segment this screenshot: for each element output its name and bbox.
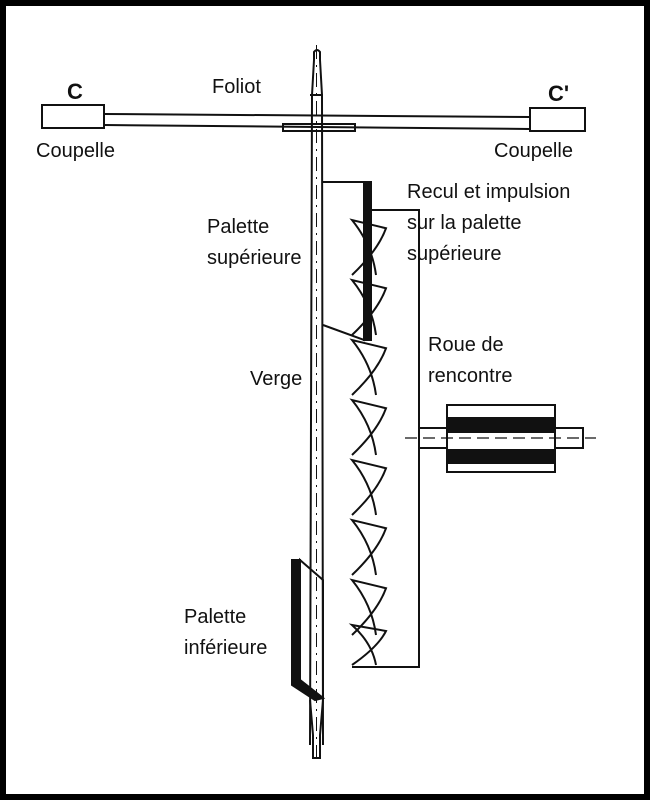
wheel-tooth: [349, 218, 388, 276]
label-line: rencontre: [428, 365, 513, 387]
label-line: Palette: [207, 216, 270, 238]
label-line: Recul et impulsion: [407, 181, 571, 203]
wheel-tooth: [348, 623, 388, 666]
crown-wheel-teeth: [348, 218, 388, 666]
label-line: Roue de: [428, 334, 504, 356]
foliot-bar: [41, 104, 586, 132]
label-line: inférieure: [184, 637, 268, 659]
wheel-tooth: [349, 278, 388, 336]
coupelle-right: [529, 107, 586, 132]
foliot-collar: [282, 123, 356, 132]
label-c-prime: C': [548, 81, 570, 106]
wheel-tooth: [349, 338, 388, 396]
wheel-tooth: [349, 518, 388, 576]
label-line: supérieure: [407, 243, 502, 265]
wheel-frame: [352, 209, 420, 668]
label-c: C: [67, 79, 83, 104]
wheel-tooth: [349, 458, 388, 516]
label-roue-de-rencontre: Roue de rencontre: [428, 330, 513, 392]
lower-pallet: [291, 557, 326, 702]
label-foliot: Foliot: [212, 76, 261, 98]
label-palette-superieure: Palette supérieure: [207, 212, 302, 274]
wheel-tooth: [349, 398, 388, 456]
label-line: Palette: [184, 606, 247, 628]
diagram-canvas: [6, 6, 644, 794]
label-recul: Recul et impulsion sur la palette supéri…: [407, 177, 570, 270]
escape-wheel-side-view: [405, 404, 596, 473]
label-line: sur la palette: [407, 212, 522, 234]
label-verge: Verge: [250, 368, 303, 390]
label-coupelle-right: Coupelle: [494, 140, 573, 162]
wheel-tooth: [349, 578, 388, 636]
coupelle-left: [41, 104, 105, 129]
label-coupelle-left: Coupelle: [36, 140, 115, 162]
verge-rod: [309, 45, 324, 765]
label-palette-inferieure: Palette inférieure: [184, 602, 267, 664]
label-line: supérieure: [207, 247, 302, 269]
upper-pallet: [322, 181, 372, 342]
